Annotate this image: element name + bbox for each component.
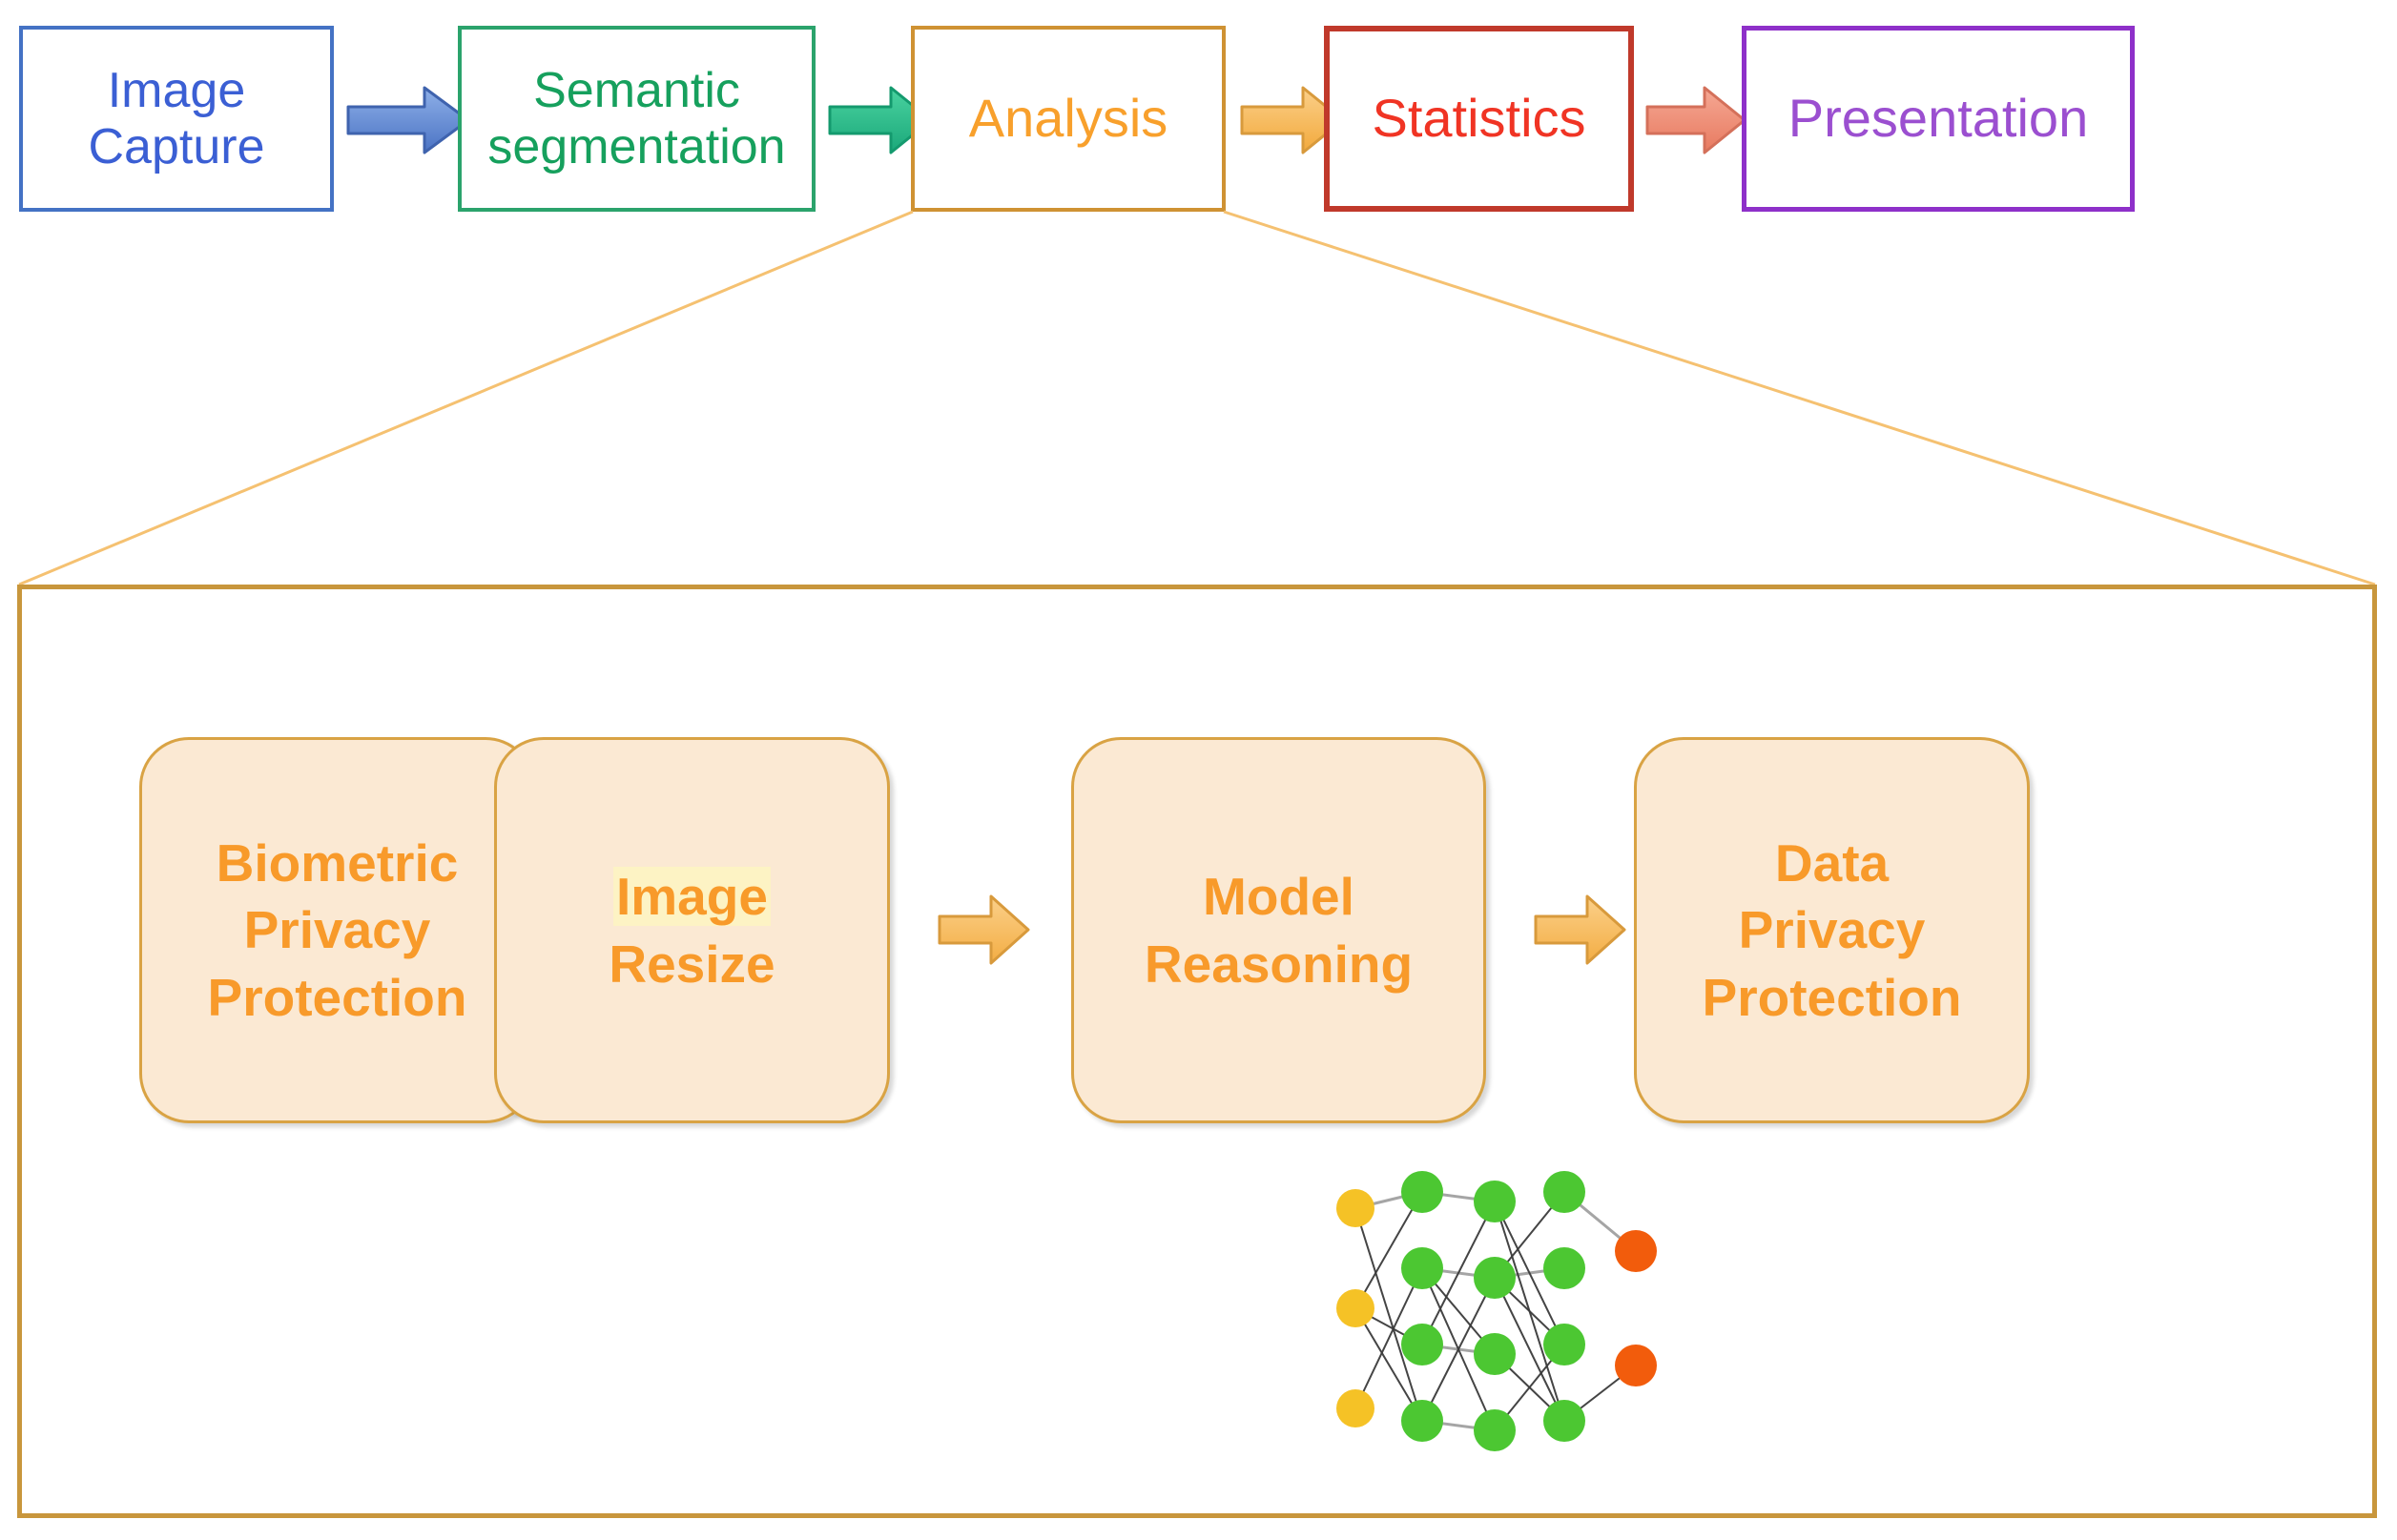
stage-box-statistics[interactable]: Statistics	[1324, 26, 1634, 212]
stage-box-analysis[interactable]: Analysis	[911, 26, 1226, 212]
nn-node-input-3	[1336, 1389, 1374, 1427]
neural-network-illustration	[1336, 1171, 1657, 1451]
nn-node-hidden-4	[1543, 1400, 1585, 1442]
nn-node-input-1	[1336, 1189, 1374, 1227]
stage-box-presentation[interactable]: Presentation	[1742, 26, 2135, 212]
nn-node-hidden-3	[1401, 1324, 1443, 1365]
nn-node-output-2	[1615, 1345, 1657, 1386]
arrow-resize-to-model	[938, 894, 1030, 965]
nn-node-input-2	[1336, 1289, 1374, 1327]
nn-node-hidden-1	[1401, 1171, 1443, 1213]
nn-node-hidden-3	[1543, 1324, 1585, 1365]
stage-label-analysis: Analysis	[968, 88, 1168, 149]
arrow-analysis-to-statistics	[1240, 86, 1345, 154]
arrow-statistics-to-presentation	[1645, 86, 1746, 154]
nn-node-hidden-1	[1474, 1181, 1516, 1222]
nn-node-hidden-3	[1474, 1333, 1516, 1375]
nn-node-hidden-2	[1401, 1247, 1443, 1289]
nn-node-hidden-4	[1474, 1409, 1516, 1451]
nn-node-output-1	[1615, 1230, 1657, 1272]
arrow-capture-to-segmentation	[346, 86, 470, 154]
stage-label-presentation: Presentation	[1787, 88, 2089, 149]
nn-node-hidden-2	[1543, 1247, 1585, 1289]
nn-node-hidden-1	[1543, 1171, 1585, 1213]
nn-node-hidden-4	[1401, 1400, 1443, 1442]
nn-node-hidden-2	[1474, 1257, 1516, 1299]
arrow-model-to-data-privacy	[1534, 894, 1626, 965]
stage-label-statistics: Statistics	[1372, 88, 1586, 149]
